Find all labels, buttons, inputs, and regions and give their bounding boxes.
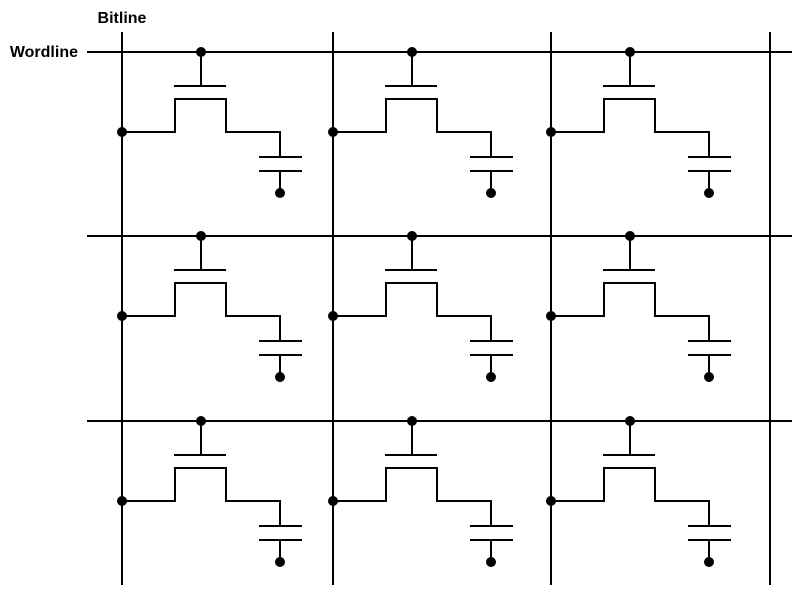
cell-r3-c3-wordline-contact-dot (625, 416, 635, 426)
cell-r1-c2-wordline-contact-dot (407, 47, 417, 57)
cell-r1-c3-wordline-contact-dot (625, 47, 635, 57)
cell-r2-c3-capacitor-ground-dot (704, 372, 714, 382)
cell-r3-c1-capacitor-ground-dot (275, 557, 285, 567)
cell-r1-c2-bitline-contact-dot (328, 127, 338, 137)
wordline-label: Wordline (10, 44, 78, 61)
cell-r3-c3-capacitor-ground-dot (704, 557, 714, 567)
cell-r2-c3-wordline-contact-dot (625, 231, 635, 241)
cell-r3-c1-transistor-channel (122, 467, 281, 526)
cell-r1-c3-capacitor-ground-dot (704, 188, 714, 198)
cell-r3-c2-transistor-channel (333, 467, 492, 526)
cell-r2-c3-transistor-channel (551, 282, 710, 341)
cell-r1-c1-bitline-contact-dot (117, 127, 127, 137)
bitline-label: Bitline (98, 10, 147, 27)
cell-r1-c1-wordline-contact-dot (196, 47, 206, 57)
cell-r1-c2-transistor-channel (333, 98, 492, 157)
cell-r3-c2-capacitor-ground-dot (486, 557, 496, 567)
cell-r2-c1-capacitor-ground-dot (275, 372, 285, 382)
cell-r3-c3-bitline-contact-dot (546, 496, 556, 506)
circuit-lines (87, 32, 792, 585)
cell-r1-c2-capacitor-ground-dot (486, 188, 496, 198)
cell-r2-c2-bitline-contact-dot (328, 311, 338, 321)
cell-r3-c2-bitline-contact-dot (328, 496, 338, 506)
cell-r1-c1-capacitor-ground-dot (275, 188, 285, 198)
cell-r3-c1-wordline-contact-dot (196, 416, 206, 426)
cell-r2-c1-wordline-contact-dot (196, 231, 206, 241)
cell-r1-c3-transistor-channel (551, 98, 710, 157)
cell-r2-c1-transistor-channel (122, 282, 281, 341)
cell-r2-c2-transistor-channel (333, 282, 492, 341)
cell-r1-c1-transistor-channel (122, 98, 281, 157)
cell-r2-c2-wordline-contact-dot (407, 231, 417, 241)
cell-r3-c3-transistor-channel (551, 467, 710, 526)
cell-r2-c1-bitline-contact-dot (117, 311, 127, 321)
cell-r1-c3-bitline-contact-dot (546, 127, 556, 137)
cell-r2-c2-capacitor-ground-dot (486, 372, 496, 382)
cell-r2-c3-bitline-contact-dot (546, 311, 556, 321)
cell-r3-c2-wordline-contact-dot (407, 416, 417, 426)
cell-r3-c1-bitline-contact-dot (117, 496, 127, 506)
